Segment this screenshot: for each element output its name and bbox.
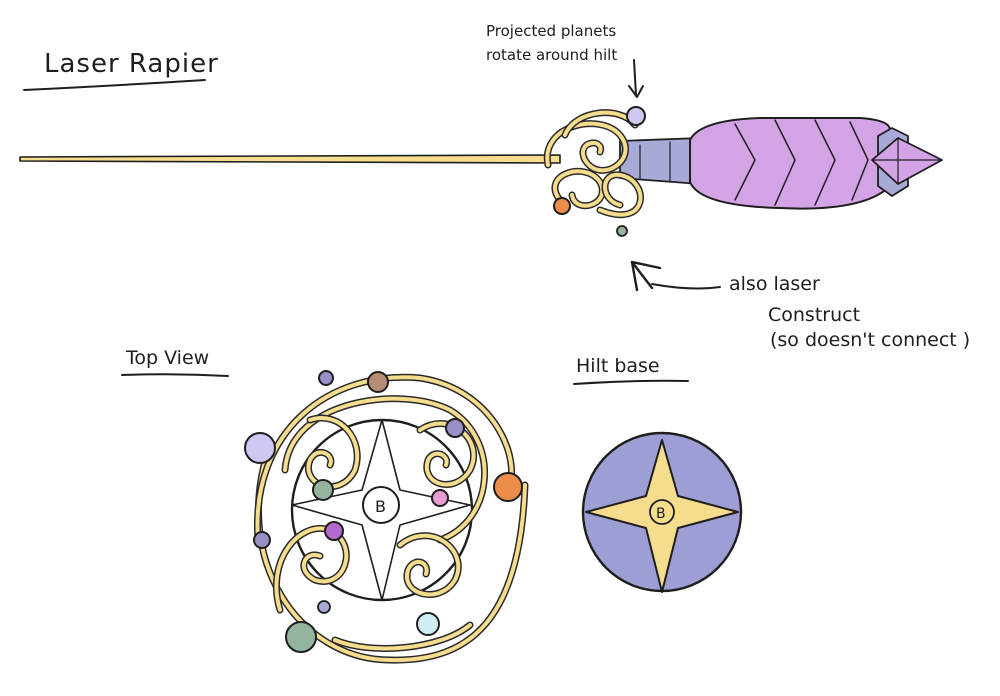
hilt-planet-lavender xyxy=(626,106,646,126)
laser-rapier-heading: Laser Rapier xyxy=(23,49,219,91)
hilt-base-emblem-letter: B xyxy=(656,506,666,522)
hilt-base-heading: Hilt base xyxy=(573,355,689,385)
top-view-planet-violet-small xyxy=(318,370,334,386)
top-view-planet-purple xyxy=(445,418,465,438)
top-view-planet-periwinkle xyxy=(317,600,331,614)
hilt-base-title: Hilt base xyxy=(576,355,660,377)
top-view-planet-brown xyxy=(367,371,389,393)
top-view-planet-teal xyxy=(312,479,334,501)
top-view-planet-grey-violet xyxy=(253,531,271,549)
doesnt-connect-text: (so doesn't connect ) xyxy=(770,329,970,351)
top-view-planet-ice xyxy=(416,612,440,636)
rapier-grip xyxy=(689,117,891,210)
rapier-blade xyxy=(19,154,561,164)
laser-rapier-drawing xyxy=(19,106,943,237)
projected-planets-note: Projected planets rotate around hilt xyxy=(486,22,617,64)
laser-rapier-underline xyxy=(23,79,206,91)
top-view-planet-pink xyxy=(431,489,449,507)
also-laser-text: also laser xyxy=(729,273,820,295)
hilt-base-underline xyxy=(573,379,689,385)
top-view-planet-orange xyxy=(493,472,523,502)
top-view-planet-violet xyxy=(324,521,344,541)
top-view-title: Top View xyxy=(125,347,209,369)
top-view-heading: Top View xyxy=(121,347,229,377)
top-view-planet-lavender-large xyxy=(244,432,276,464)
laser-rapier-title: Laser Rapier xyxy=(44,49,219,79)
top-view-underline xyxy=(121,373,229,377)
b-emblem-icon xyxy=(649,499,675,525)
hilt-base-drawing: B xyxy=(581,431,743,593)
also-laser-note: also laser Construct (so doesn't connect… xyxy=(729,273,970,351)
top-view-emblem-letter: B xyxy=(375,497,386,516)
arrow-up-left-icon xyxy=(630,260,721,292)
hilt-planet-orange xyxy=(553,197,571,215)
top-view-planet-sage xyxy=(285,621,317,653)
rapier-swept-hilt xyxy=(543,109,644,219)
projected-planets-line1: Projected planets xyxy=(486,22,616,40)
arrow-down-icon xyxy=(628,59,644,98)
projected-planets-line2: rotate around hilt xyxy=(486,46,617,64)
top-view-drawing: B xyxy=(244,370,529,664)
construct-text: Construct xyxy=(768,304,860,326)
top-view-emblem xyxy=(362,486,400,524)
hilt-planet-teal xyxy=(616,225,628,237)
